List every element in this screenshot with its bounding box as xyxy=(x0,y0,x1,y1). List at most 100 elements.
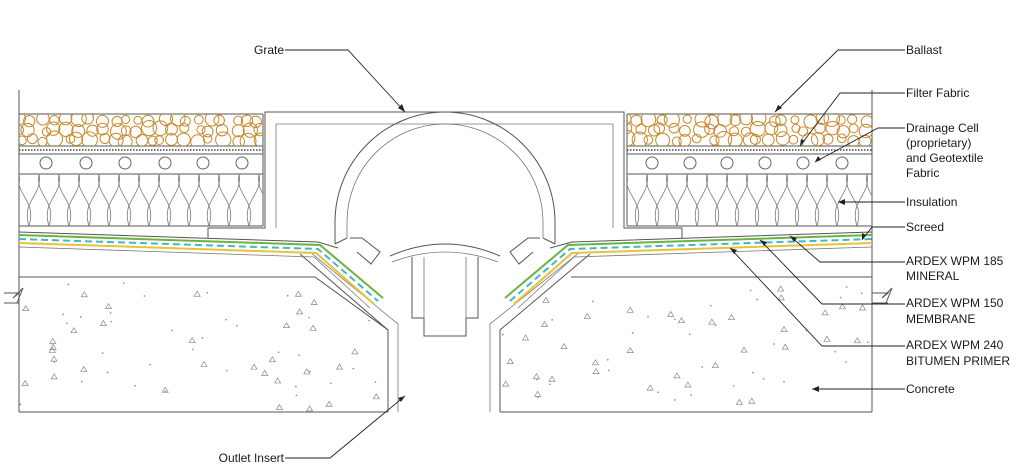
concrete-aggregate xyxy=(684,381,692,388)
concrete-dot xyxy=(134,384,137,387)
concrete-aggregate xyxy=(305,405,314,412)
concrete-dot xyxy=(298,354,300,357)
concrete-aggregate xyxy=(506,357,514,364)
ballast-stone xyxy=(23,114,36,128)
ballast-stone xyxy=(86,124,99,137)
ballast-stone xyxy=(253,132,263,146)
label-screed: Screed xyxy=(906,220,944,234)
ballast-stone xyxy=(858,123,872,139)
concrete-aggregate xyxy=(677,316,686,324)
right-layers xyxy=(626,90,873,412)
drainage-cell-circle xyxy=(235,156,249,170)
concrete-dot xyxy=(732,385,735,387)
ballast-stone xyxy=(249,115,262,129)
ballast-stone xyxy=(668,122,680,134)
concrete-aggregate xyxy=(49,337,57,344)
break-marks xyxy=(4,287,893,304)
concrete-dot xyxy=(66,322,68,325)
ballast-stone xyxy=(671,136,682,146)
ballast-stone xyxy=(117,134,133,146)
concrete-aggregate xyxy=(532,373,541,380)
ballast-stone xyxy=(99,133,111,144)
concrete-aggregate xyxy=(740,346,748,353)
concrete-aggregate xyxy=(838,303,847,310)
concrete-dot xyxy=(714,324,717,327)
concrete-dot xyxy=(235,324,238,327)
concrete-dot xyxy=(505,314,508,317)
ballast-stone xyxy=(36,114,50,126)
label-wpm185-2: MINERAL xyxy=(906,269,960,283)
ballast-stone xyxy=(96,114,109,128)
ballast-stone xyxy=(49,114,60,126)
concrete-aggregate xyxy=(275,403,284,410)
concrete-aggregate xyxy=(592,367,600,374)
concrete-dot xyxy=(101,352,104,355)
ballast-stone xyxy=(179,115,191,127)
ballast-stone xyxy=(729,114,742,127)
concrete-aggregate xyxy=(80,291,88,298)
insulation-hatch xyxy=(627,174,872,226)
ballast-stone xyxy=(836,115,846,125)
ballast-stone xyxy=(836,133,847,144)
concrete-dot xyxy=(109,311,112,314)
concrete-dot xyxy=(80,380,83,383)
concrete-dot xyxy=(688,333,691,336)
drainage-cell-circle xyxy=(720,156,734,170)
concrete-dot xyxy=(845,286,848,289)
ballast-stone xyxy=(154,135,164,145)
ballast-stone xyxy=(739,114,754,126)
ballast-stone xyxy=(775,114,787,126)
labels: Grate Ballast Filter Fabric Drainage Cel… xyxy=(219,43,1011,465)
drainage-cell-circle xyxy=(196,156,210,170)
ballast-stone xyxy=(704,123,716,135)
concrete-dot xyxy=(834,350,837,353)
concrete-dot xyxy=(501,333,504,336)
concrete-dot xyxy=(756,298,759,301)
concrete-dot xyxy=(106,371,109,374)
ballast-stone xyxy=(81,131,98,146)
drainage-cell-circle xyxy=(645,156,659,170)
ballast-stone xyxy=(58,114,73,126)
concrete-aggregate xyxy=(383,284,388,291)
ballast-stone xyxy=(691,133,702,144)
ballast-stone xyxy=(253,122,263,137)
concrete-aggregate xyxy=(502,380,510,387)
ballast-stone xyxy=(231,124,245,138)
concrete-dot xyxy=(783,380,785,383)
concrete-dot xyxy=(548,383,551,386)
ballast-stone xyxy=(196,125,206,135)
ballast-stone xyxy=(37,136,48,146)
concrete-aggregate xyxy=(748,397,756,404)
concrete-aggregate xyxy=(560,342,568,349)
concrete-aggregate xyxy=(22,304,30,312)
concrete-dot xyxy=(53,361,56,363)
ballast-stone xyxy=(46,130,64,146)
drainage-cell-left xyxy=(39,156,249,170)
concrete-aggregate xyxy=(711,361,720,368)
concrete-dot xyxy=(226,369,228,372)
drainage-cell-circle xyxy=(79,156,93,170)
concrete-aggregate xyxy=(200,360,208,367)
ballast-stone xyxy=(678,134,692,146)
concrete-aggregate xyxy=(534,390,542,397)
concrete-aggregate xyxy=(99,319,108,326)
label-concrete: Concrete xyxy=(906,382,955,396)
concrete-dot xyxy=(295,394,298,397)
ballast-stone xyxy=(742,132,758,146)
concrete-dot xyxy=(110,320,113,323)
ballast-stone xyxy=(164,122,178,136)
concrete-aggregate xyxy=(378,315,386,322)
concrete-dot xyxy=(19,403,22,406)
ballast-stone xyxy=(682,114,692,124)
ballast-stone xyxy=(215,131,232,146)
ballast-stone xyxy=(750,114,767,127)
ballast-stone xyxy=(58,121,74,137)
ballast-stone xyxy=(825,120,840,136)
concrete-aggregate xyxy=(821,309,829,316)
concrete-dot xyxy=(67,283,70,286)
concrete-aggregate xyxy=(583,312,591,319)
concrete-aggregate xyxy=(310,298,318,305)
ballast-stone xyxy=(773,123,788,138)
concrete-aggregate xyxy=(646,384,654,391)
